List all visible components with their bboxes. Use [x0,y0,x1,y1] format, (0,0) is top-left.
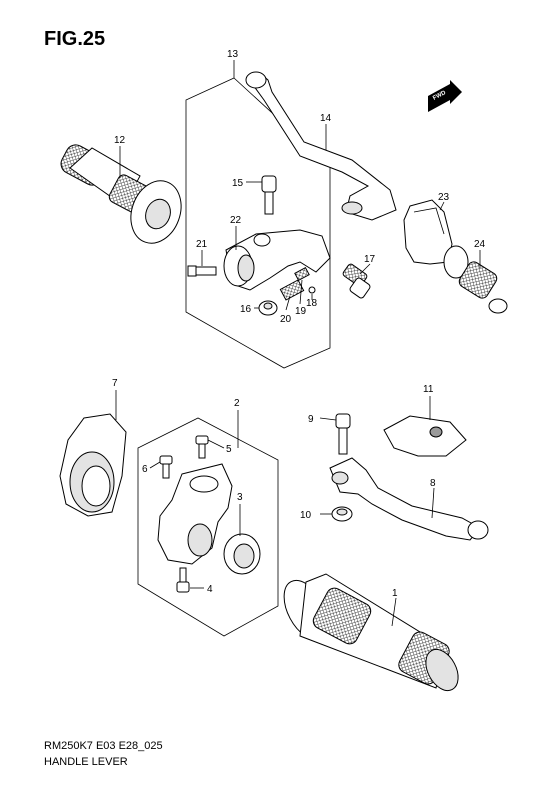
group-boundary-2 [137,417,279,637]
callout-21: 21 [196,239,208,250]
part-6-screw [159,455,173,479]
callout-numbers: 13 12 14 15 22 21 16 20 19 18 17 23 24 7… [112,49,486,599]
part-1-throttle-grip [283,573,459,692]
part-19-spring [294,266,310,282]
callout-18: 18 [306,298,318,309]
callout-23: 23 [438,192,450,203]
part-7-throttle-cover [59,413,127,517]
part-21-clamp-bolt [187,265,217,277]
part-5-screw [195,435,209,459]
callout-4: 4 [207,584,213,595]
callout-16: 16 [240,304,252,315]
callout-22: 22 [230,215,242,226]
footer-section-name: HANDLE LEVER [44,756,128,768]
part-15-pivot-bolt [261,175,277,215]
part-16-nut [258,300,278,316]
part-23-lever-cover [403,199,453,265]
part-20-spring [279,279,305,301]
callout-3: 3 [237,492,243,503]
group-boundary-13 [185,77,331,369]
callout-1: 1 [392,588,398,599]
callout-12: 12 [114,135,126,146]
callout-9: 9 [308,414,314,425]
footer-model-code: RM250K7 E03 E28_025 [44,740,163,752]
callout-2: 2 [234,398,240,409]
callout-15: 15 [232,178,244,189]
callout-6: 6 [142,464,148,475]
callout-5: 5 [226,444,232,455]
callout-20: 20 [280,314,292,325]
callout-17: 17 [364,254,376,265]
part-17-adjuster-bolt [342,263,371,299]
part-24-cable-adjuster [443,245,508,314]
part-9-pivot-bolt [335,413,351,455]
part-22-lever-holder [223,229,331,291]
leader-lines [115,60,481,627]
callout-19: 19 [295,306,307,317]
callout-8: 8 [430,478,436,489]
callout-13: 13 [227,49,239,60]
part-12-left-grip [60,144,182,244]
callout-24: 24 [474,239,486,250]
part-8-brake-lever [329,457,489,541]
part-2-throttle-housing [157,463,233,565]
part-18-ball [308,286,316,294]
callout-10: 10 [300,510,312,521]
callout-14: 14 [320,113,332,124]
fwd-arrow-icon: FWD [428,80,462,112]
part-10-nut [331,506,353,522]
part-14-clutch-lever [245,71,397,221]
part-11-lever-cover [383,415,467,457]
part-4-screw [176,567,190,593]
figure-title: FIG.25 [44,28,106,50]
part-3-collar [223,533,261,575]
callout-7: 7 [112,378,118,389]
callout-11: 11 [423,384,434,395]
